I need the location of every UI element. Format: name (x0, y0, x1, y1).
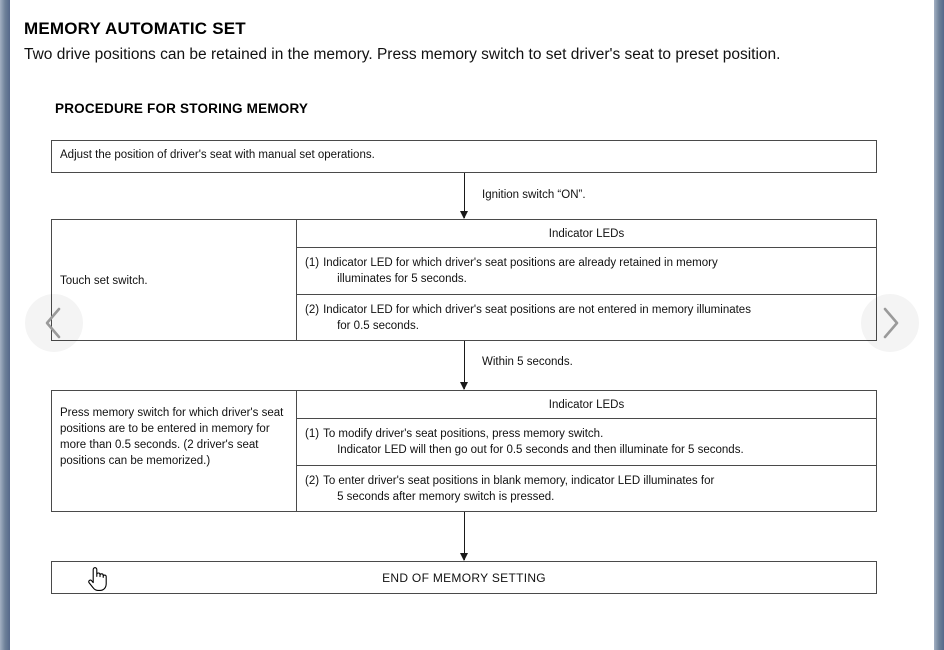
flow-step-adjust-seat-text: Adjust the position of driver's seat wit… (60, 149, 375, 161)
flow-step-press-left-text: Press memory switch for which driver's s… (60, 407, 284, 467)
flow-step-end-of-memory-setting: END OF MEMORY SETTING (51, 561, 877, 594)
viewer-right-frame-bar (934, 0, 944, 650)
arrowhead-down-icon (460, 553, 468, 561)
list-item: (2) To enter driver's seat positions in … (297, 464, 876, 512)
page-intro-text: Two drive positions can be retained in t… (24, 46, 781, 63)
flow-step-press-right-cell: Indicator LEDs (1) To modify driver's se… (297, 391, 876, 511)
flow-step-touch-right-cell: Indicator LEDs (1) Indicator LED for whi… (297, 220, 876, 340)
connector-label-within-5-seconds: Within 5 seconds. (482, 356, 573, 368)
viewer-left-frame-bar (0, 0, 10, 650)
flow-step-press-indicator-leds-header: Indicator LEDs (297, 391, 876, 419)
flow-step-touch-set-switch: Touch set switch. Indicator LEDs (1) Ind… (51, 219, 877, 341)
list-item-line-2: for 0.5 seconds. (337, 319, 419, 332)
chevron-left-icon (45, 307, 61, 339)
next-page-button[interactable] (861, 294, 919, 352)
flow-step-touch-left-text: Touch set switch. (60, 275, 148, 287)
list-item-marker: (2) (305, 474, 320, 487)
list-item-line-2: illuminates for 5 seconds. (337, 273, 467, 285)
list-item-body: Indicator LED for which driver's seat po… (323, 302, 868, 335)
list-item-line-1: To enter driver's seat positions in blan… (323, 474, 715, 487)
flow-step-touch-indicator-leds-header: Indicator LEDs (297, 220, 876, 248)
page-title: MEMORY AUTOMATIC SET (24, 19, 246, 38)
list-item: (2) Indicator LED for which driver's sea… (297, 293, 876, 341)
connector-arrow-3 (460, 512, 468, 561)
list-item-line-2: Indicator LED will then go out for 0.5 s… (337, 444, 744, 456)
connector-arrow-2 (460, 341, 468, 390)
list-item-line-2: 5 seconds after memory switch is pressed… (337, 490, 555, 503)
list-item-line-1: Indicator LED for which driver's seat po… (323, 303, 751, 316)
flow-step-adjust-seat: Adjust the position of driver's seat wit… (51, 140, 877, 173)
document-page: MEMORY AUTOMATIC SET Two drive positions… (10, 0, 934, 650)
flow-step-press-left-cell: Press memory switch for which driver's s… (52, 391, 297, 511)
list-item-line-1: To modify driver's seat positions, press… (323, 428, 604, 440)
list-item-body: To modify driver's seat positions, press… (323, 426, 868, 459)
flow-step-press-memory-switch: Press memory switch for which driver's s… (51, 390, 877, 512)
arrowhead-down-icon (460, 211, 468, 219)
list-item: (1) Indicator LED for which driver's sea… (297, 248, 876, 294)
list-item-marker: (1) (305, 428, 320, 440)
list-item-body: Indicator LED for which driver's seat po… (323, 255, 868, 288)
connector-arrow-1 (460, 173, 468, 219)
flow-step-touch-left-cell: Touch set switch. (52, 220, 297, 340)
list-item-line-1: Indicator LED for which driver's seat po… (323, 257, 718, 269)
list-item-marker: (2) (305, 303, 320, 316)
previous-page-button[interactable] (25, 294, 83, 352)
flow-step-end-text: END OF MEMORY SETTING (382, 571, 546, 585)
section-heading: PROCEDURE FOR STORING MEMORY (55, 101, 309, 116)
arrowhead-down-icon (460, 382, 468, 390)
list-item-body: To enter driver's seat positions in blan… (323, 473, 868, 506)
list-item-marker: (1) (305, 257, 320, 269)
connector-label-ignition-switch: Ignition switch “ON”. (482, 189, 586, 201)
list-item: (1) To modify driver's seat positions, p… (297, 419, 876, 465)
chevron-right-icon (883, 307, 899, 339)
